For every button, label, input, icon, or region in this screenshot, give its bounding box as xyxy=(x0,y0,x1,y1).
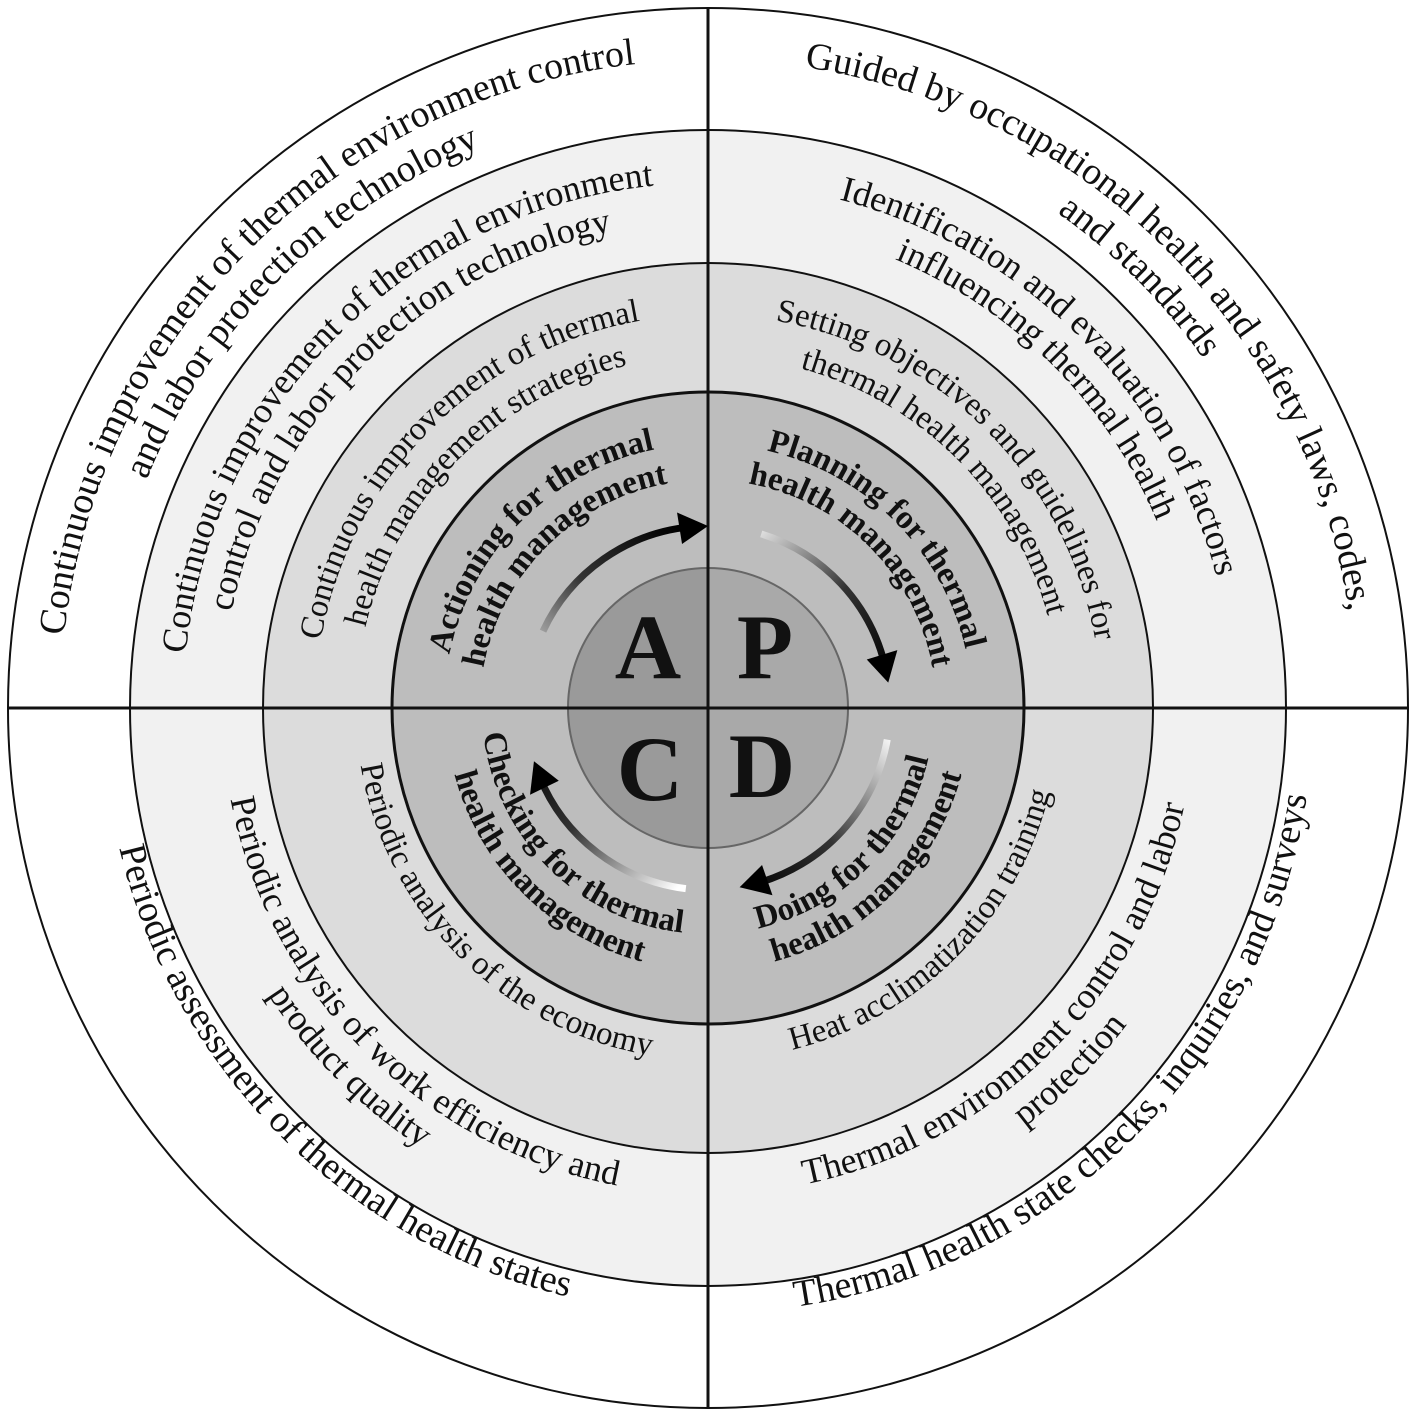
letter-d: D xyxy=(729,715,795,817)
letter-c: C xyxy=(617,718,683,820)
letter-a: A xyxy=(615,596,681,698)
arrow-check-to-act-head xyxy=(530,761,559,795)
arrow-act-to-plan-head xyxy=(677,512,708,545)
arrow-act-to-plan-shaft xyxy=(539,523,693,633)
arrow-plan-to-do-shaft xyxy=(760,530,889,668)
arrow-do-to-check-head xyxy=(739,864,773,896)
arrow-check-to-act-shaft xyxy=(536,774,687,893)
arrow-plan-to-do-head xyxy=(866,650,898,683)
letter-p: P xyxy=(737,596,793,698)
arrow-do-to-check-shaft xyxy=(754,738,891,888)
